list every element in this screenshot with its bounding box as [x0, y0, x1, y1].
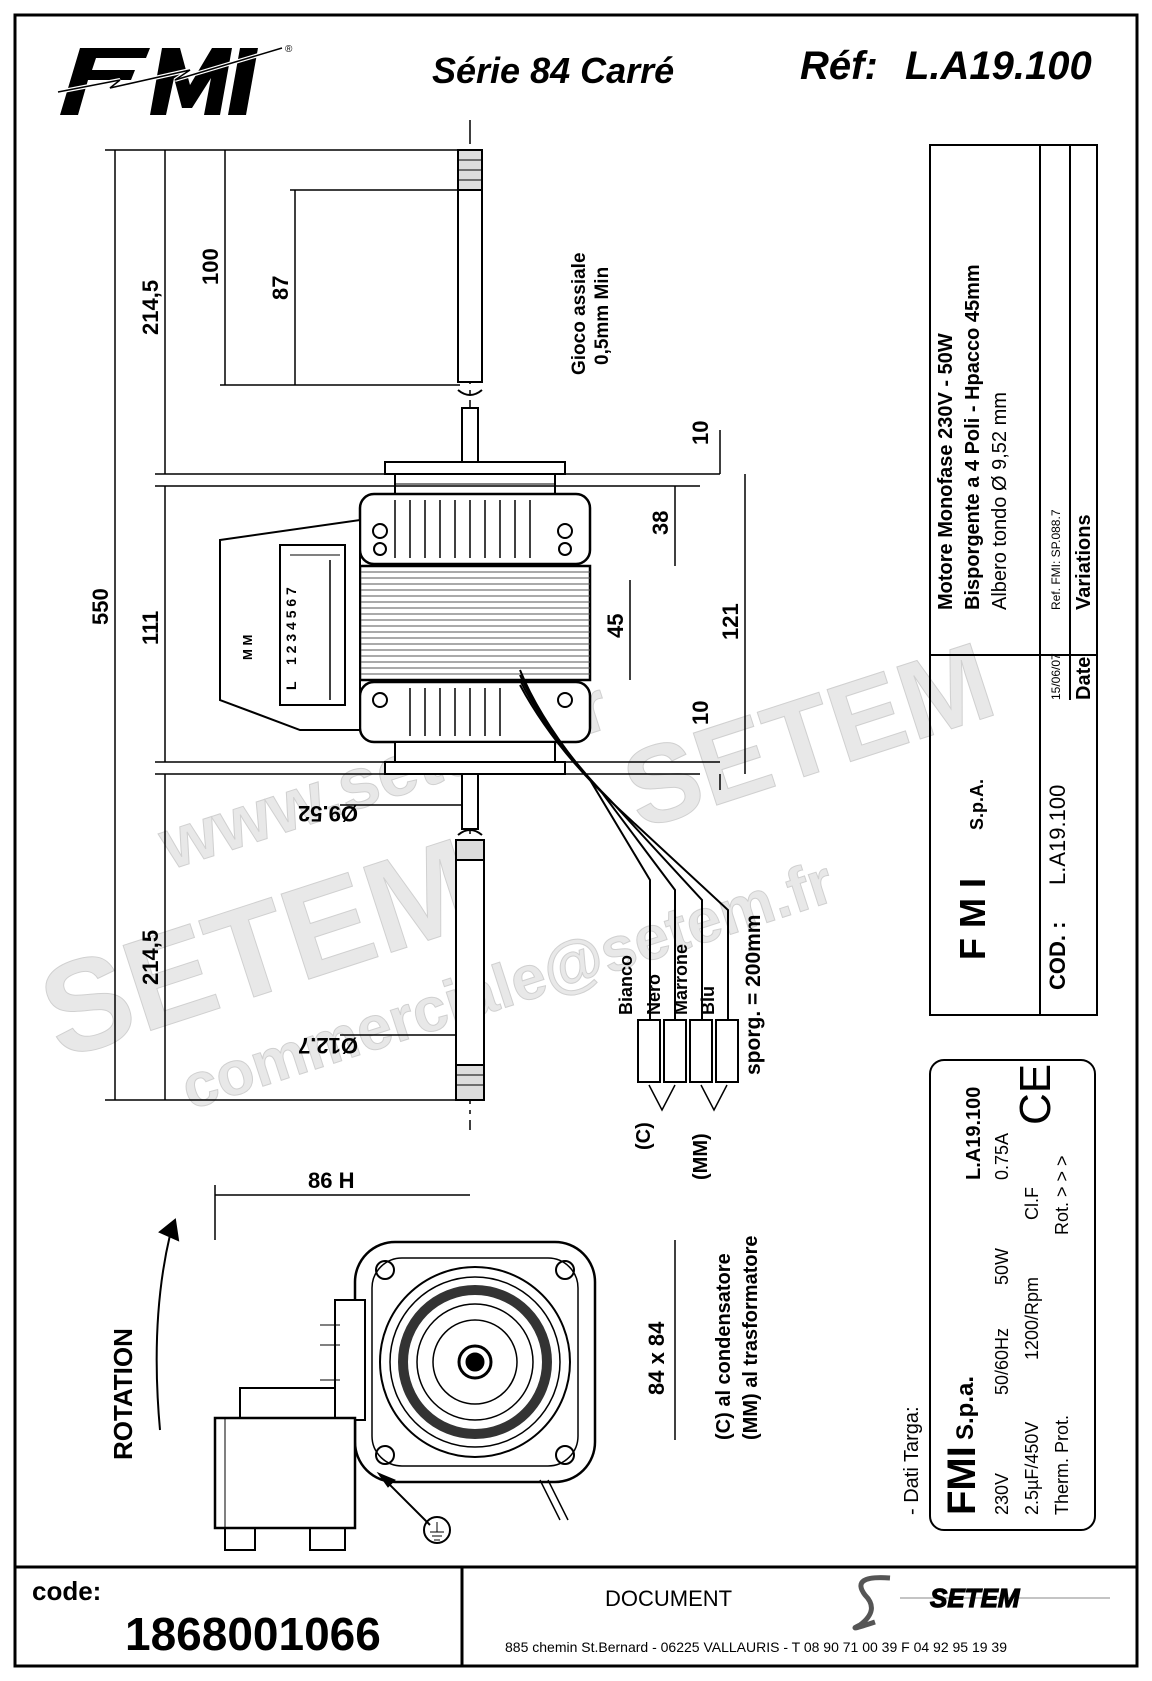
wire-bianco: Bianco [616, 955, 636, 1015]
dimension-labels: 550 214,5 111 214,5 100 87 10 38 45 121 … [88, 248, 743, 1395]
date-label: Date [1073, 657, 1095, 700]
company-small: S.p.A. [967, 779, 987, 830]
sporg-label: sporg. = 200mm [742, 915, 765, 1075]
dim-45: 45 [603, 614, 628, 638]
spec-table-text: Motore Monofase 230V - 50W Bisporgente a… [935, 264, 1095, 990]
dim-38: 38 [648, 511, 673, 535]
spec-line-2: Bisporgente a 4 Poli - Hpacco 45mm [962, 264, 984, 610]
wire-marrone: Marrone [671, 944, 691, 1015]
sheet-border [13, 13, 1139, 1668]
plate-rot: Rot. > > > [1052, 1155, 1072, 1235]
rotation-arrow [155, 1218, 180, 1431]
cond-note-2: (MM) al trasformatore [740, 1236, 762, 1440]
terminal-numbers: 1 2 3 4 5 6 7 [283, 587, 299, 665]
cond-note-1: (C) al condensatore [713, 1253, 735, 1440]
wire-nero: Nero [644, 974, 664, 1015]
dim-214-bottom: 214,5 [138, 930, 163, 985]
footer-address: 885 chemin St.Bernard - 06225 VALLAURIS … [505, 1639, 1007, 1655]
plate-230v: 230V [992, 1473, 1012, 1515]
cod-label: COD. : [1045, 922, 1070, 990]
dim-10-bottom: 10 [688, 701, 713, 725]
watermark-setem-2: SETEM [609, 619, 1007, 853]
document-label: DOCUMENT [605, 1586, 732, 1611]
dim-10-top: 10 [688, 421, 713, 445]
gioco-label-1: Gioco assiale [569, 252, 590, 375]
c-label: (C) [633, 1122, 655, 1150]
svg-text:®: ® [285, 44, 293, 55]
spec-table [929, 144, 1098, 1016]
spec-line-3: Albero tondo Ø 9,52 mm [989, 392, 1011, 610]
plate-brand-suffix: S.p.a. [952, 1376, 979, 1440]
plate-title: - Dati Targa: [901, 1406, 923, 1515]
plate-model: L.A19.100 [963, 1087, 985, 1180]
plate-brand: FMI [940, 1446, 984, 1515]
wire-blu: Blu [698, 986, 718, 1015]
front-view [213, 1240, 597, 1551]
dim-87: 87 [268, 276, 293, 300]
terminal-mm: M M [240, 635, 255, 660]
ref-value: L.A19.100 [905, 44, 1092, 88]
plate-class: Cl.F [1022, 1187, 1042, 1220]
variations-label: Variations [1073, 514, 1095, 610]
dimension-lines [105, 149, 746, 1440]
dim-shaft-127: Ø12.7 [298, 1033, 358, 1058]
terminal-l: L [283, 681, 299, 690]
plate-current: 0.75A [992, 1133, 1012, 1180]
date-value: 15/06/07 [1049, 653, 1063, 700]
mm-label: (MM) [690, 1133, 712, 1180]
plate-rpm: 1200/Rpm [1022, 1277, 1042, 1360]
plate-therm: Therm. Prot. [1052, 1415, 1072, 1515]
code-label: code: [32, 1576, 101, 1606]
plate-freq: 50/60Hz [992, 1328, 1012, 1395]
dim-86h: 86 H [308, 1168, 354, 1193]
company-big: F M I [952, 878, 993, 960]
nameplate: - Dati Targa: FMI S.p.a. L.A19.100 CE 23… [901, 1059, 1096, 1531]
setem-logo: SETEM [852, 1575, 1110, 1631]
dim-100: 100 [198, 248, 223, 285]
plate-power: 50W [992, 1248, 1012, 1285]
spec-line-1: Motore Monofase 230V - 50W [935, 333, 957, 610]
dim-550: 550 [88, 588, 113, 625]
dim-121: 121 [718, 603, 743, 640]
plate-capacitor: 2.5µF/450V [1022, 1422, 1042, 1515]
ref-label: Réf: [800, 44, 878, 88]
series-title: Série 84 Carré [432, 50, 674, 91]
dim-111: 111 [138, 611, 163, 645]
dim-84x84: 84 x 84 [644, 1321, 669, 1395]
plate-ce: CE [1011, 1064, 1060, 1125]
setem-logo-text: SETEM [930, 1583, 1021, 1613]
gioco-label-2: 0,5mm Min [592, 267, 613, 365]
side-view [219, 120, 739, 1130]
dim-214-top: 214,5 [138, 280, 163, 335]
cod-value: L.A19.100 [1045, 785, 1070, 885]
rotation-label: ROTATION [108, 1328, 138, 1460]
ref-fmi: Ref. FMI: SP.088.7 [1049, 509, 1063, 610]
fmi-logo: ® [57, 44, 293, 115]
annotations: Gioco assiale 0,5mm Min Bianco Nero Marr… [108, 252, 765, 1460]
code-value: 1868001066 [125, 1608, 381, 1660]
dim-shaft-952: Ø9.52 [298, 801, 358, 826]
code-box [13, 1565, 464, 1668]
